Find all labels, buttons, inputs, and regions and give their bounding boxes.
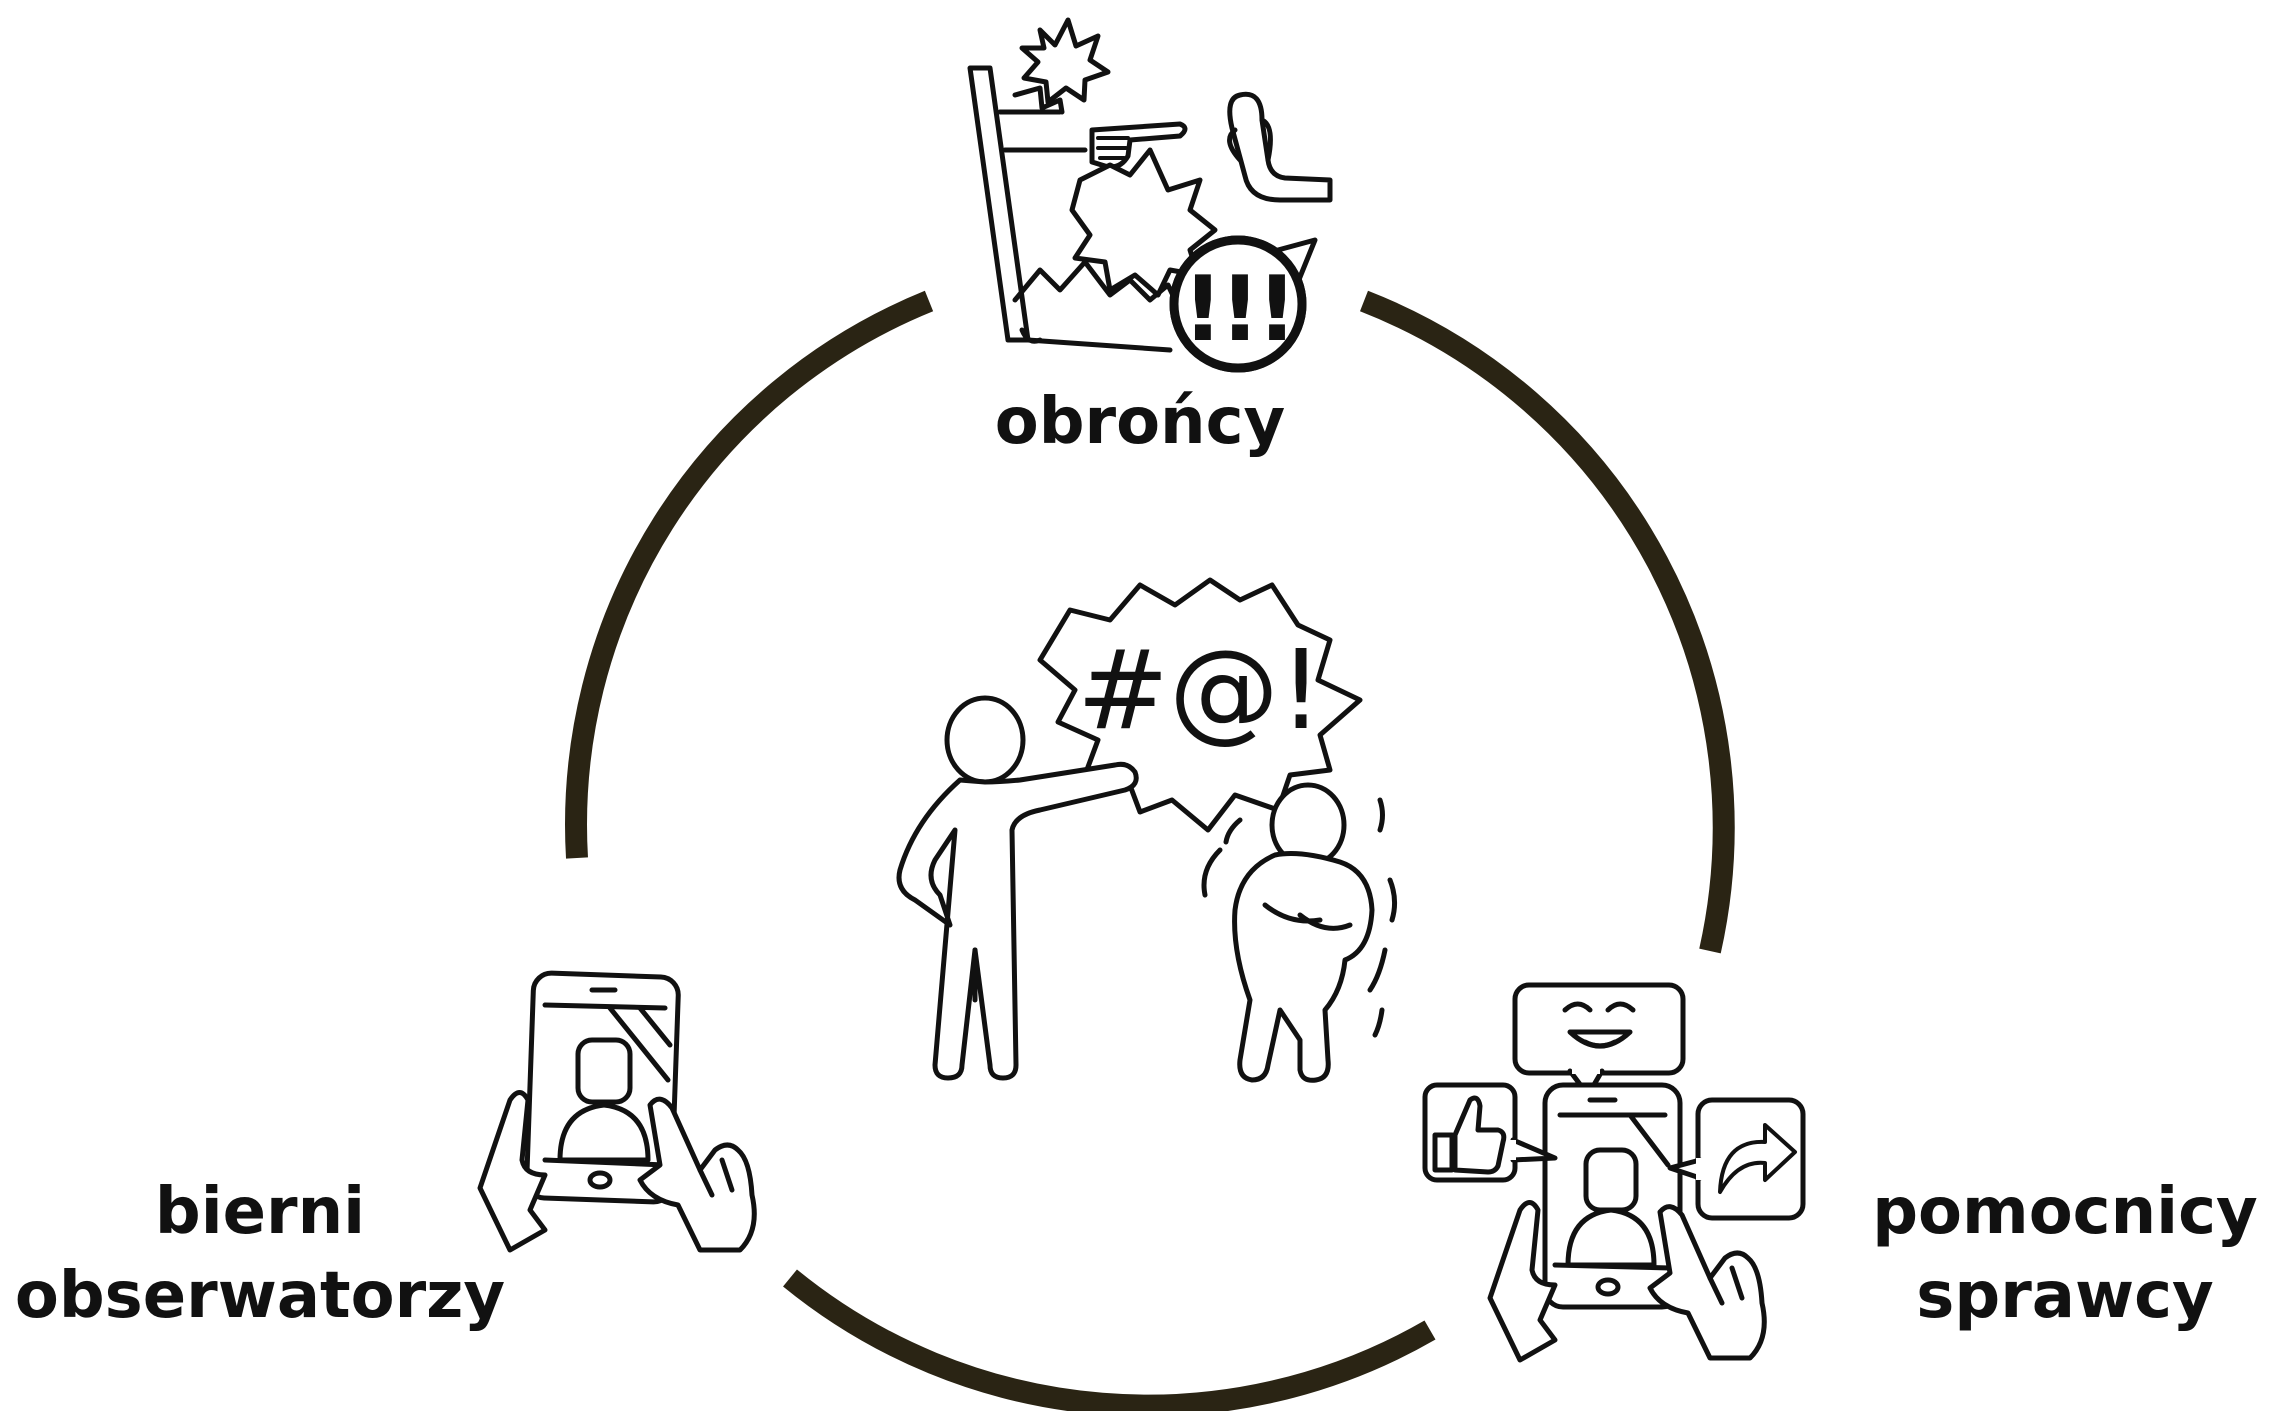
stop-hand-alert-screen-icon: !!! (967, 17, 1333, 373)
cyberbullying-scene-icon: #@! (896, 577, 1398, 1083)
label-pomocnicy-sprawcy: pomocnicy sprawcy (1860, 1170, 2270, 1339)
arc-segment-bottom (783, 1269, 1436, 1411)
arc-segment-top-left (565, 290, 934, 859)
label-pomocnicy-line-2: sprawcy (1916, 1259, 2214, 1334)
label-bierni-line-1: bierni (154, 1175, 366, 1249)
phone-like-share-emoji-icon (1422, 982, 1806, 1363)
label-obroncy: obrońcy (940, 380, 1340, 464)
label-bierni-line-2: obserwatorzy (14, 1259, 506, 1334)
hand-holding-phone-icon (477, 970, 757, 1253)
arc-segment-top-right (1359, 290, 1735, 954)
cycle-ring (565, 290, 1735, 1411)
alert-exclamation-text: !!! (1182, 257, 1293, 362)
label-obroncy-line-1: obrońcy (994, 385, 1286, 459)
label-pomocnicy-line-1: pomocnicy (1872, 1175, 2258, 1249)
label-bierni-obserwatorzy: bierni obserwatorzy (0, 1170, 520, 1339)
speech-symbols-text: #@! (1077, 626, 1323, 754)
